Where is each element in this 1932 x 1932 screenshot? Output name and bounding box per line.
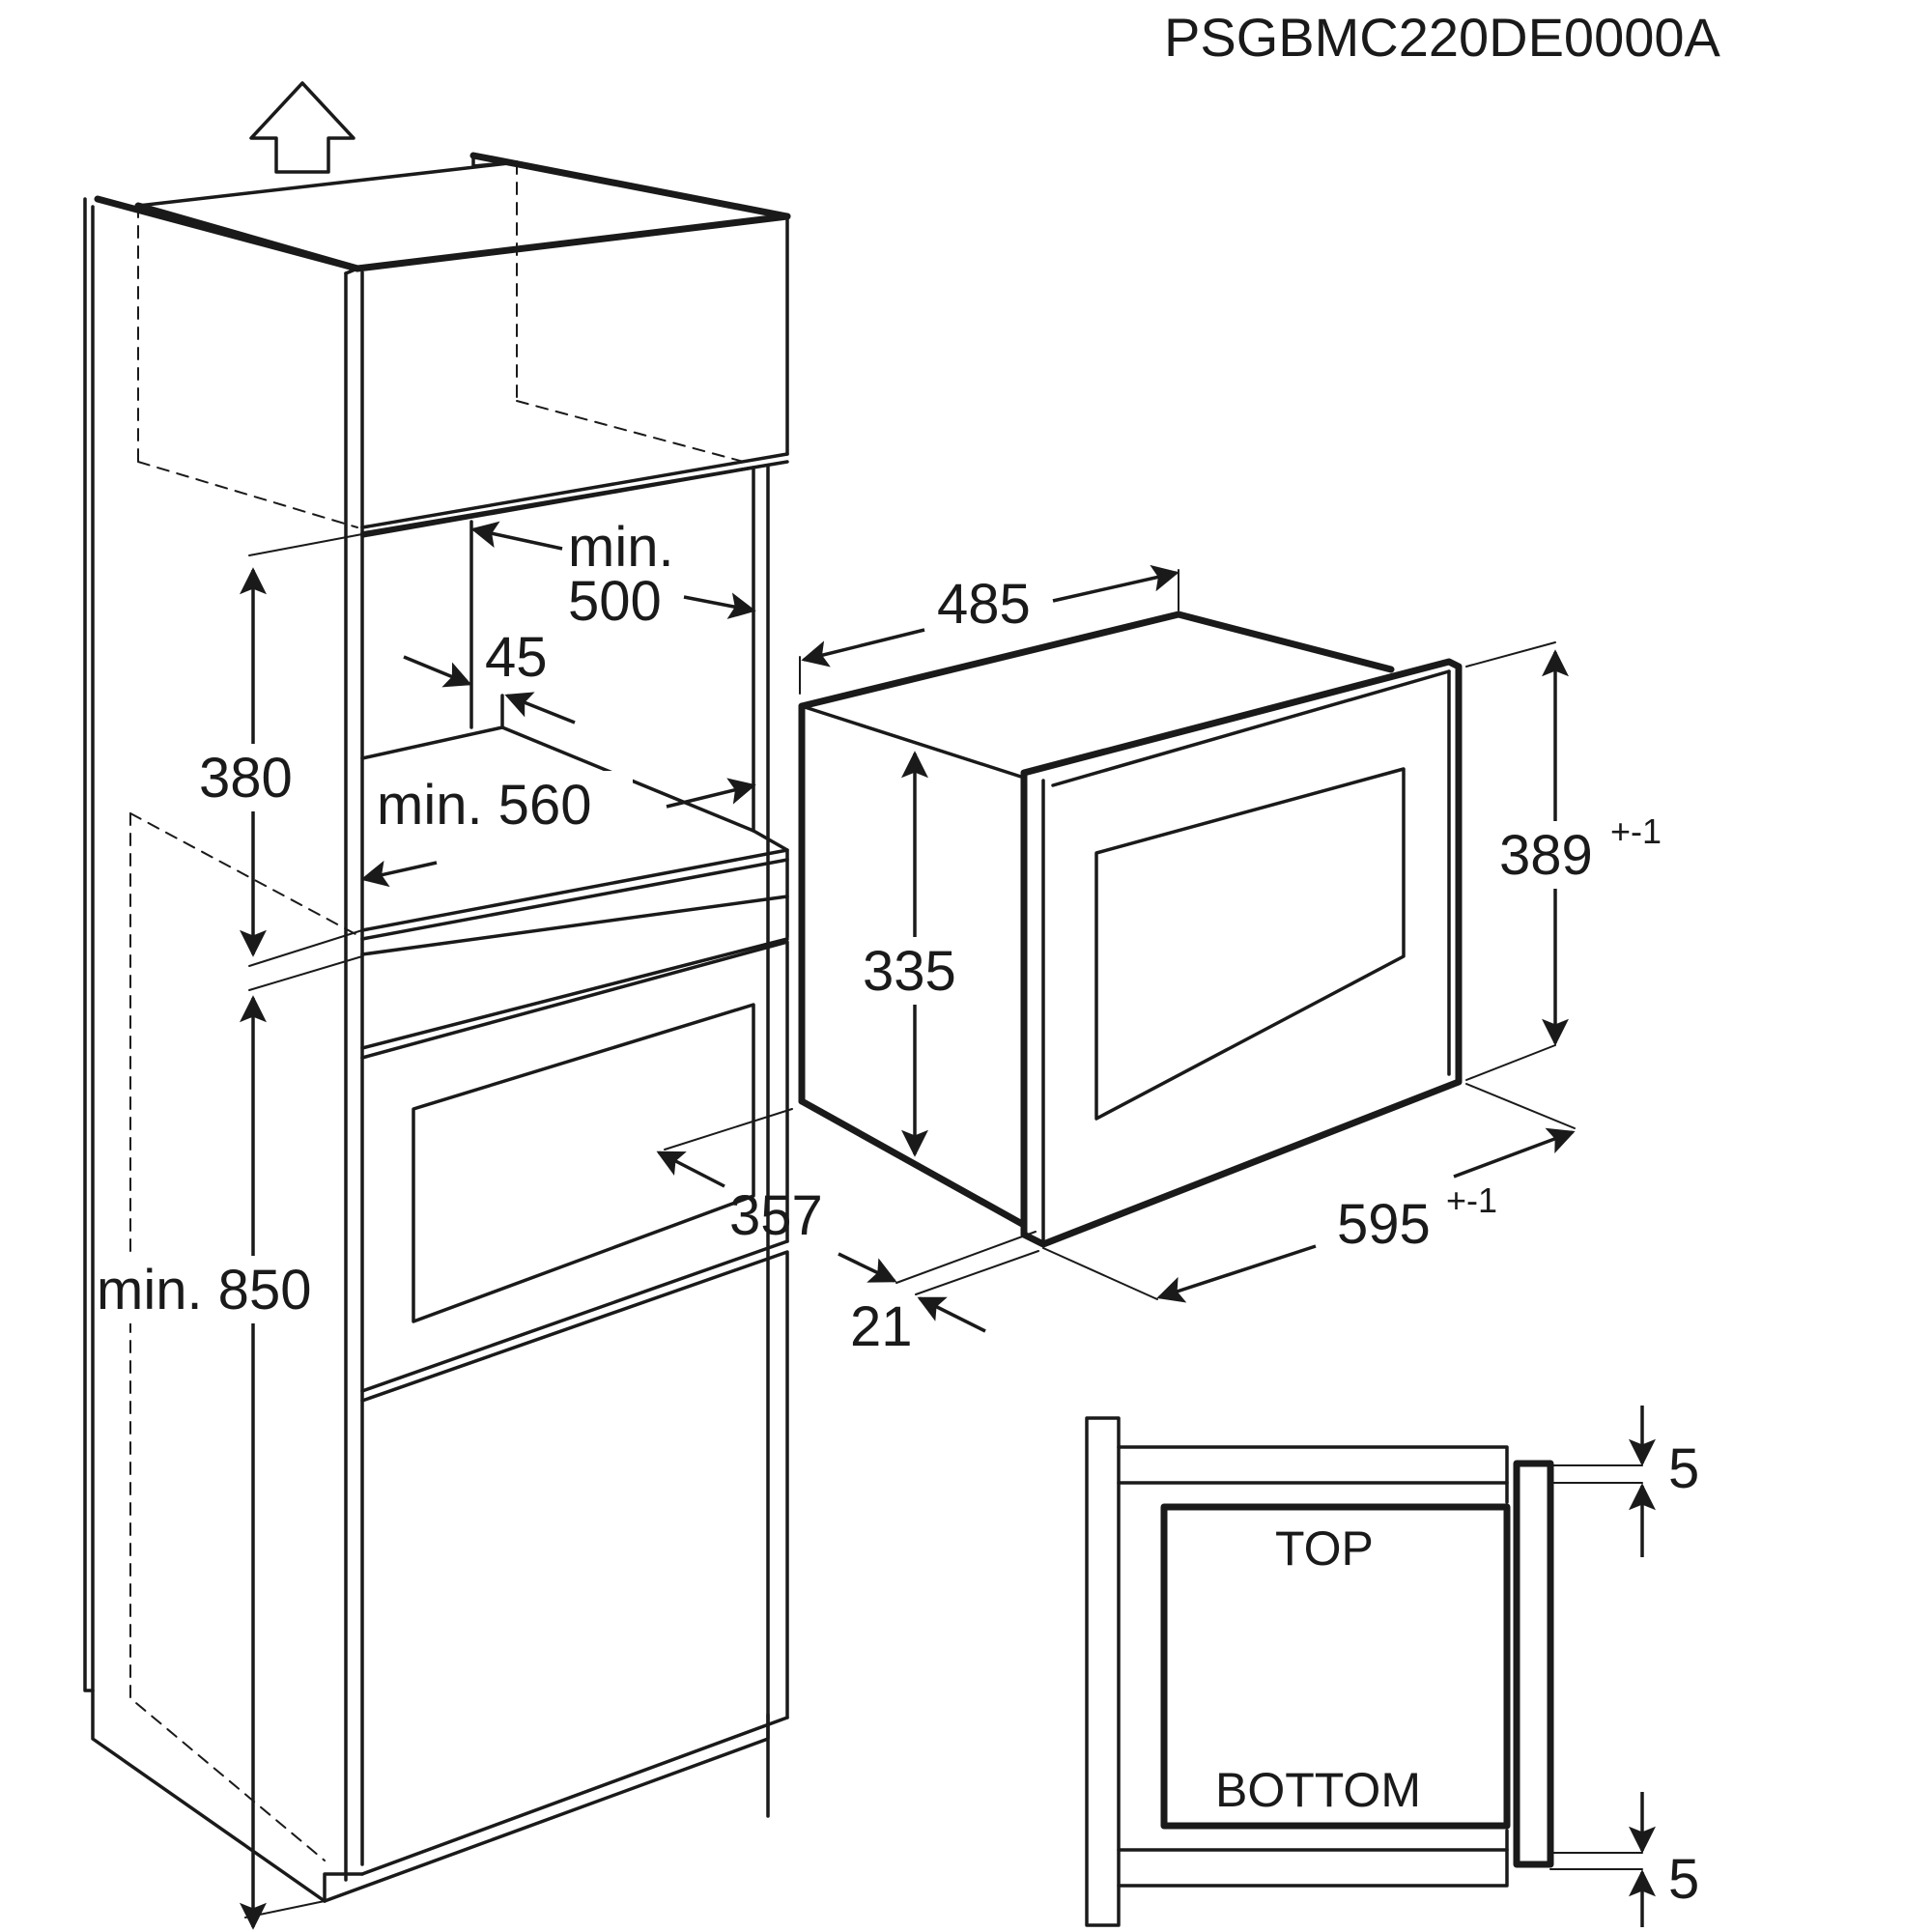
dim-min-560: min. 560 [377, 774, 591, 837]
dim-min-label: min. [568, 516, 674, 579]
gap-top-5: 5 [1668, 1437, 1699, 1500]
dim-335: 335 [863, 940, 956, 1003]
section-detail [1085, 1416, 1554, 1927]
dim-595-tolerance: +-1 [1446, 1180, 1497, 1220]
model-code: PSGBMC220DE0000A [1164, 7, 1721, 68]
dim-45: 45 [485, 626, 548, 689]
dim-380: 380 [199, 747, 293, 810]
gap-bottom-5: 5 [1668, 1848, 1699, 1911]
microwave-appliance [798, 611, 1463, 1248]
dim-21: 21 [850, 1295, 913, 1358]
dim-357: 357 [729, 1184, 823, 1247]
dim-389: 389 [1499, 824, 1593, 887]
label-top: TOP [1275, 1521, 1374, 1576]
dim-389-tolerance: +-1 [1610, 811, 1662, 851]
tall-cabinet [83, 152, 791, 1918]
dim-500: 500 [568, 570, 662, 633]
label-bottom: BOTTOM [1215, 1763, 1421, 1817]
ventilation-arrow-icon [249, 81, 355, 174]
dim-485: 485 [937, 573, 1031, 636]
dim-min-850: min. 850 [97, 1259, 311, 1321]
dim-595: 595 [1337, 1193, 1431, 1256]
